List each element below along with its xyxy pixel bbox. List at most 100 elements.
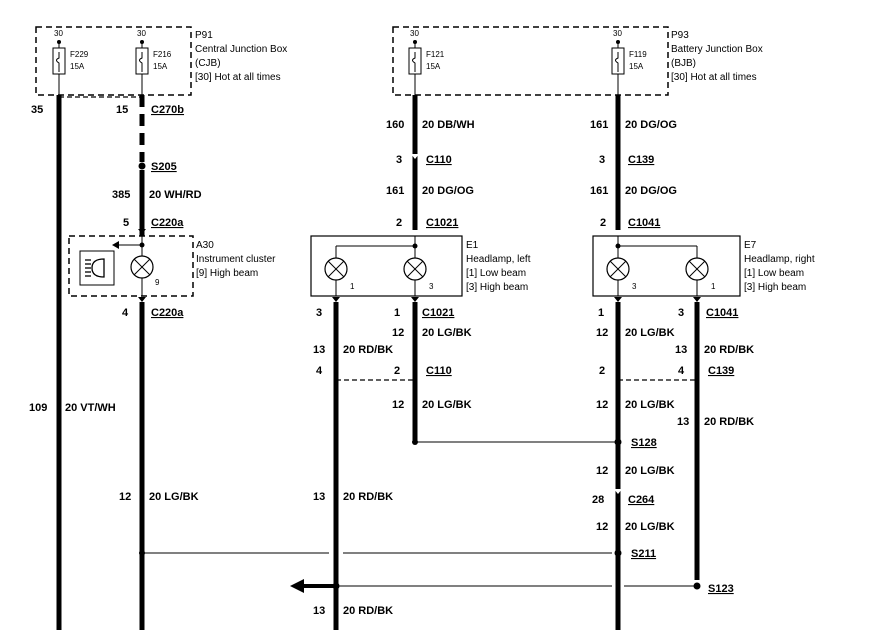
a30-box xyxy=(68,235,194,297)
pin-3-e1: 3 xyxy=(316,307,322,319)
p93-line3: [30] Hot at all times xyxy=(671,72,757,83)
svg-text:15A: 15A xyxy=(629,62,644,71)
wire-color-dgog-right2: 20 DG/OG xyxy=(625,185,677,197)
pin-1-e1: 1 xyxy=(394,307,400,319)
pin-2-c139: 2 xyxy=(599,365,605,377)
p91-line2: (CJB) xyxy=(195,58,221,69)
splice-s205-label: S205 xyxy=(151,161,177,173)
pin-3-c110: 3 xyxy=(396,154,402,166)
circuit-13-e7: 13 xyxy=(675,344,687,356)
circuit-12-e1b: 12 xyxy=(392,399,404,411)
connector-c110-top: C110 xyxy=(426,154,452,166)
connector-c1021-bot: C1021 xyxy=(422,307,454,319)
circuit-13-e1: 13 xyxy=(313,344,325,356)
e1-lamp-b-icon xyxy=(403,257,427,281)
wire-color-dgog-left: 20 DG/OG xyxy=(422,185,474,197)
splice-s123-label: S123 xyxy=(708,583,734,595)
svg-text:F216: F216 xyxy=(153,50,172,59)
fuse-f216: 30 F216 15A xyxy=(135,29,172,95)
p93-line1: Battery Junction Box xyxy=(671,44,763,55)
wire-color-dbwh: 20 DB/WH xyxy=(422,119,475,131)
e7-ref: E7 xyxy=(744,240,757,251)
circuit-12-e7d: 12 xyxy=(596,521,608,533)
circuit-12-left: 12 xyxy=(119,491,131,503)
e1-line2: [1] Low beam xyxy=(466,268,526,279)
e1-lamp-a-icon xyxy=(324,257,348,281)
circuit-161-right2: 161 xyxy=(590,185,608,197)
connector-c1021-top: C1021 xyxy=(426,217,458,229)
splice-s123 xyxy=(693,582,701,590)
wire-color-whrd: 20 WH/RD xyxy=(149,189,202,201)
connector-c1041-bot: C1041 xyxy=(706,307,738,319)
pin-2-c1041: 2 xyxy=(600,217,606,229)
p91-box xyxy=(35,26,192,96)
circuit-12-e7a: 12 xyxy=(596,327,608,339)
wire-color-rdbk-bot: 20 RD/BK xyxy=(343,605,393,617)
svg-text:F119: F119 xyxy=(629,50,647,59)
wire-color-rdbk-e1: 20 RD/BK xyxy=(343,344,393,356)
e1-line3: [3] High beam xyxy=(466,282,528,293)
splice-s205 xyxy=(138,162,146,170)
connector-c264: C264 xyxy=(628,494,655,506)
pin-15: 15 xyxy=(116,104,128,116)
fuse-f121: 30 F121 15A xyxy=(408,29,445,95)
svg-text:1: 1 xyxy=(350,282,355,291)
p91-ref: P91 xyxy=(195,30,213,41)
splice-s128 xyxy=(614,438,622,446)
circuit-161-left: 161 xyxy=(386,185,404,197)
pin-5: 5 xyxy=(123,217,129,229)
fuse-f229: 30 F229 15A xyxy=(52,29,89,95)
svg-text:30: 30 xyxy=(410,29,419,38)
wire-color-lgbk-e7b: 20 LG/BK xyxy=(625,399,675,411)
e7-line1: Headlamp, right xyxy=(744,254,815,265)
pin-1-e7: 1 xyxy=(598,307,604,319)
wire-color-lgbk-e1a: 20 LG/BK xyxy=(422,327,472,339)
e7-line3: [3] High beam xyxy=(744,282,806,293)
connector-c139-top: C139 xyxy=(628,154,654,166)
circuit-13-mid: 13 xyxy=(313,491,325,503)
pin-3-c139: 3 xyxy=(599,154,605,166)
e1-line1: Headlamp, left xyxy=(466,254,531,265)
svg-text:30: 30 xyxy=(137,29,146,38)
e1-ref: E1 xyxy=(466,240,479,251)
a30-line2: [9] High beam xyxy=(196,268,258,279)
e7-lamp-a-icon xyxy=(606,257,630,281)
wire-color-lgbk-e7a: 20 LG/BK xyxy=(625,327,675,339)
p93-ref: P93 xyxy=(671,30,689,41)
svg-text:1: 1 xyxy=(711,282,716,291)
p91-line1: Central Junction Box xyxy=(195,44,287,55)
p93-box xyxy=(392,26,669,96)
p91-line3: [30] Hot at all times xyxy=(195,72,281,83)
pin-4-c139: 4 xyxy=(678,365,685,377)
svg-text:3: 3 xyxy=(632,282,637,291)
svg-text:3: 3 xyxy=(429,282,434,291)
circuit-160: 160 xyxy=(386,119,404,131)
a30-pin-9: 9 xyxy=(155,278,160,287)
pin-4-c110: 4 xyxy=(316,365,323,377)
wire-color-lgbk-e7d: 20 LG/BK xyxy=(625,521,675,533)
wire-color-lgbk-e7c: 20 LG/BK xyxy=(625,465,675,477)
splice-s128-label: S128 xyxy=(631,437,657,449)
p93-line2: (BJB) xyxy=(671,58,696,69)
connector-c270b: C270b xyxy=(151,104,184,116)
ground-arrow-head xyxy=(290,579,304,593)
connector-c220a-top: C220a xyxy=(151,217,184,229)
wire-color-vtwh: 20 VT/WH xyxy=(65,402,116,414)
wire-color-lgbk-e1b: 20 LG/BK xyxy=(422,399,472,411)
wire-color-rdbk-mid: 20 RD/BK xyxy=(343,491,393,503)
svg-text:F121: F121 xyxy=(426,50,445,59)
circuit-161-right: 161 xyxy=(590,119,608,131)
splice-s211 xyxy=(614,549,622,557)
e7-line2: [1] Low beam xyxy=(744,268,804,279)
pin-2-c110: 2 xyxy=(394,365,400,377)
wire-color-rdbk-e7b: 20 RD/BK xyxy=(704,416,754,428)
a30-ref: A30 xyxy=(196,240,214,251)
wire-color-dgog-right1: 20 DG/OG xyxy=(625,119,677,131)
connector-c139-bot: C139 xyxy=(708,365,734,377)
connector-c1041-top: C1041 xyxy=(628,217,660,229)
pin-3-e7: 3 xyxy=(678,307,684,319)
circuit-12-e1a: 12 xyxy=(392,327,404,339)
svg-text:30: 30 xyxy=(613,29,622,38)
wire-color-rdbk-e7: 20 RD/BK xyxy=(704,344,754,356)
